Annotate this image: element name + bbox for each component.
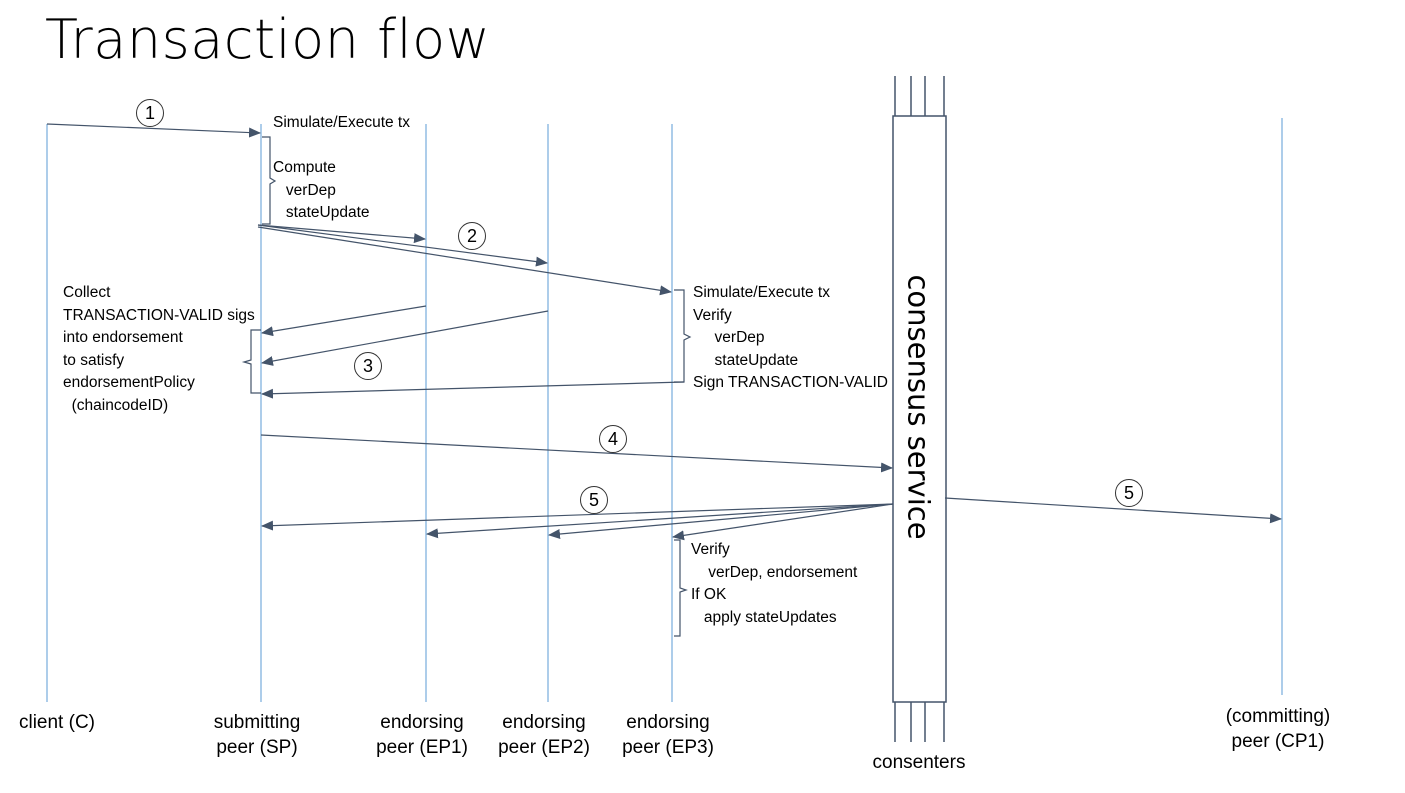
step-badge-4: 4 [599,425,627,453]
step-badge-3: 3 [354,352,382,380]
participant-label-cp1: (committing) peer (CP1) [1212,704,1344,754]
participant-label-line: endorsing [626,712,710,733]
participant-label-client: client (C) [7,710,107,735]
consensus-service-box [892,115,947,703]
participant-label-sp: submitting peer (SP) [197,710,317,760]
participant-label-line: submitting [213,712,301,733]
brace-commit-verify [674,539,688,637]
arrow-step5-consensus-to-ep2 [548,503,894,539]
participant-label-line: peer (EP1) [376,737,468,758]
participant-label-line: peer (CP1) [1231,731,1325,752]
participant-label-line: endorsing [380,712,464,733]
arrow-step3-ep2-to-sp [261,310,549,366]
step-badge-5-endorsers: 5 [580,486,608,514]
arrow-step2-sp-to-ep2 [257,224,548,267]
step-badge-1: 1 [136,99,164,127]
brace-sp-collect [241,329,261,394]
participant-label-line: client (C) [18,712,95,733]
consensus-service-label: consensus service [895,118,943,696]
arrow-step5-consensus-to-cp1 [944,497,1282,524]
arrow-step5-consensus-to-ep3 [672,503,894,541]
consenter-lines-bottom [894,702,945,742]
participant-label-line: endorsing [502,712,586,733]
participant-label-line: peer (EP2) [498,737,590,758]
participant-label-line: peer (SP) [216,737,298,758]
arrow-step5-consensus-to-ep1 [426,503,894,539]
consensus-service-text: consensus service [902,274,936,540]
arrow-step1-client-to-sp [46,123,261,138]
participant-label-line: (committing) [1225,706,1331,727]
brace-ep3-endorse [674,289,692,383]
note-ep-endorse: Simulate/Execute tx Verify verDep stateU… [693,284,888,391]
diagram-title: Transaction flow [45,8,491,71]
arrow-step4-sp-to-consensus [260,434,893,473]
note-sp-collect: Collect TRANSACTION-VALID sigs into endo… [63,284,255,414]
participant-label-ep2: endorsing peer (EP2) [488,710,600,760]
arrow-step2-sp-to-ep1 [257,224,426,244]
brace-sp-compute [262,136,277,225]
arrow-step3-ep1-to-sp [261,305,427,337]
consenter-lines-top [894,76,945,116]
arrow-step2-sp-to-ep3 [257,226,672,296]
note-commit-verify: Verify verDep, endorsement If OK apply s… [691,541,858,626]
arrow-step5-consensus-to-sp [261,503,894,531]
arrow-step3-ep3-to-sp [261,381,685,399]
participant-label-consenters: consenters [859,750,979,775]
participant-label-ep3: endorsing peer (EP3) [612,710,724,760]
participant-label-ep1: endorsing peer (EP1) [366,710,478,760]
participant-label-line: consenters [872,752,966,773]
note-sp-compute: Compute verDep stateUpdate [273,159,370,221]
step-badge-2: 2 [458,222,486,250]
step-badge-5-committer: 5 [1115,479,1143,507]
participant-label-line: peer (EP3) [622,737,714,758]
note-sp-execute: Simulate/Execute tx [273,114,410,131]
